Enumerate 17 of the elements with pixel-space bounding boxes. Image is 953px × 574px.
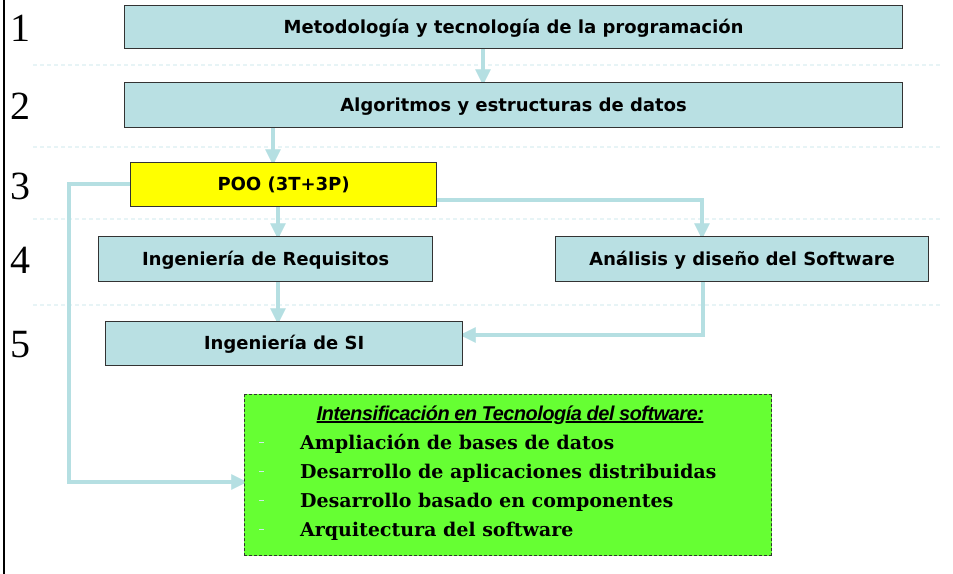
level-number: 4 [10, 240, 30, 280]
level-number: 3 [10, 166, 30, 206]
level-number: 2 [10, 86, 30, 126]
list-item: Desarrollo basado en componentes [300, 490, 674, 512]
list-item: Desarrollo de aplicaciones distribuidas [300, 460, 716, 482]
process-box: Metodología y tecnología de la programación [124, 5, 903, 49]
level-number: 1 [10, 8, 30, 48]
list-heading: Intensificación en Tecnología del software: [316, 403, 704, 426]
process-box: Análisis y diseño del Software [555, 236, 929, 282]
process-box: Ingeniería de SI [105, 321, 463, 366]
topic-list-box [244, 394, 772, 556]
list-item: Ampliación de bases de datos [300, 432, 614, 454]
process-box: Algoritmos y estructuras de datos [124, 82, 903, 128]
process-box: POO (3T+3P) [130, 162, 437, 207]
process-box: Ingeniería de Requisitos [98, 236, 433, 282]
level-number: 5 [10, 324, 30, 364]
list-item: Arquitectura del software [300, 518, 574, 540]
